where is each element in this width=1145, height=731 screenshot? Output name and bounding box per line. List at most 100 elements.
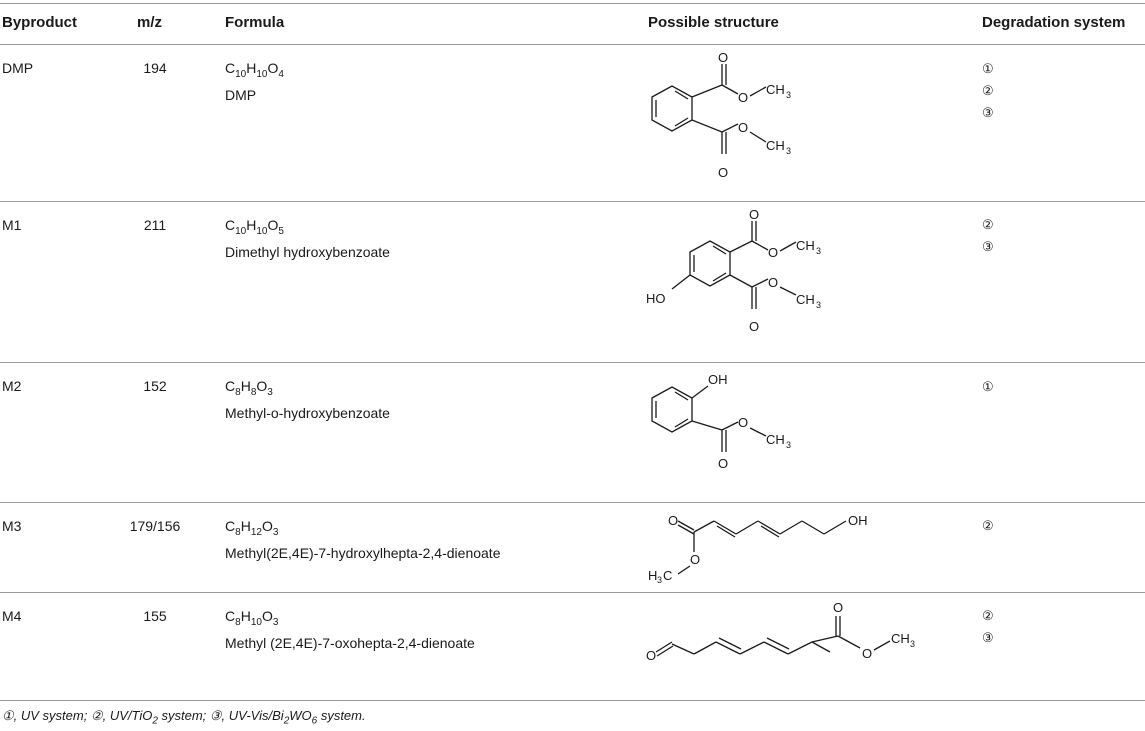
svg-text:3: 3 <box>910 639 915 649</box>
svg-text:3: 3 <box>786 440 791 450</box>
formula-element: O <box>267 217 279 233</box>
bond <box>811 635 839 643</box>
footnote-subscript: 6 <box>311 715 318 727</box>
byproduct-cell: DMP <box>2 60 34 76</box>
byproduct-cell: M2 <box>2 378 22 394</box>
degradation-mark: ② <box>982 83 994 98</box>
mz-cell: 194 <box>143 60 167 76</box>
formula-subscript: 10 <box>235 68 247 80</box>
degradation-mark: ① <box>982 61 994 76</box>
svg-text:O: O <box>749 207 759 222</box>
table-footnote: ①, UV system; ②, UV/TiO2 system; ③, UV-V… <box>2 708 366 727</box>
formula-cell: C10H10O4 DMP <box>225 58 284 105</box>
mz-cell: 152 <box>143 378 167 394</box>
svg-text:3: 3 <box>816 246 821 256</box>
formula-subscript: 10 <box>250 616 262 628</box>
svg-text:O: O <box>718 456 728 471</box>
formula-subscript: 8 <box>235 526 241 538</box>
header-structure: Possible structure <box>648 14 779 31</box>
svg-text:CH: CH <box>891 631 910 646</box>
footnote-text: WO <box>289 708 312 723</box>
svg-text:O: O <box>718 165 728 180</box>
formula-subscript: 10 <box>235 225 247 237</box>
header-mz: m/z <box>137 14 163 31</box>
svg-text:C: C <box>663 568 672 583</box>
formula-element: C <box>225 60 236 76</box>
formula-element: O <box>267 60 279 76</box>
formula-subscript: 8 <box>250 386 257 398</box>
table-top-rule <box>0 3 1145 4</box>
header-degradation: Degradation system <box>982 14 1126 31</box>
degradation-cell: ② ③ <box>982 605 994 649</box>
degradation-mark: ② <box>982 608 994 623</box>
formula-cell: C8H10O3 Methyl (2E,4E)-7-oxohepta-2,4-di… <box>225 606 475 653</box>
svg-text:CH: CH <box>766 82 785 97</box>
degradation-mark: ③ <box>982 630 994 645</box>
footnote-text: system. <box>317 708 366 723</box>
formula-element: H <box>240 608 251 624</box>
formula-element: C <box>225 378 236 394</box>
row-divider <box>0 502 1145 503</box>
formula-element: H <box>240 518 251 534</box>
formula-subscript: 8 <box>235 616 241 628</box>
degradation-cell: ① ② ③ <box>982 58 994 124</box>
row-divider <box>0 201 1145 202</box>
formula-element: H <box>240 378 251 394</box>
svg-text:OH: OH <box>708 372 728 387</box>
svg-text:CH: CH <box>766 138 785 153</box>
degradation-mark: ③ <box>982 105 994 120</box>
formula-element: H <box>246 217 257 233</box>
formula-cell: C8H8O3 Methyl-o-hydroxybenzoate <box>225 376 390 423</box>
svg-text:O: O <box>690 552 700 567</box>
mz-cell: 211 <box>143 217 167 233</box>
formula-subscript: 3 <box>267 386 273 398</box>
mz-cell: 179/156 <box>129 518 181 534</box>
byproduct-cell: M1 <box>2 217 22 233</box>
svg-text:O: O <box>718 50 728 65</box>
footnote-text: ①, UV system; ②, UV/TiO <box>2 708 153 723</box>
svg-text:CH: CH <box>796 292 815 307</box>
degradation-mark: ② <box>982 518 994 533</box>
byproduct-cell: M4 <box>2 608 22 624</box>
formula-name: Methyl(2E,4E)-7-hydroxylhepta-2,4-dienoa… <box>225 544 501 561</box>
formula-name: Methyl-o-hydroxybenzoate <box>225 404 390 421</box>
svg-text:O: O <box>862 646 872 661</box>
formula-name: DMP <box>225 86 257 103</box>
svg-text:O: O <box>738 90 748 105</box>
degradation-mark: ① <box>982 379 994 394</box>
formula-subscript: 12 <box>250 526 262 538</box>
svg-text:CH: CH <box>796 238 815 253</box>
svg-text:HO: HO <box>646 291 666 306</box>
svg-text:O: O <box>668 513 678 528</box>
row-divider <box>0 362 1145 363</box>
degradation-cell: ② <box>982 515 994 537</box>
formula-element: H <box>246 60 257 76</box>
degradation-cell: ① <box>982 376 994 398</box>
formula-cell: C10H10O5 Dimethyl hydroxybenzoate <box>225 215 390 262</box>
svg-text:O: O <box>749 319 759 334</box>
formula-name: Dimethyl hydroxybenzoate <box>225 243 390 260</box>
svg-text:CH: CH <box>766 432 785 447</box>
footnote-text: system; ③, UV-Vis/Bi <box>157 708 284 723</box>
svg-text:3: 3 <box>786 146 791 156</box>
svg-text:OH: OH <box>848 513 868 528</box>
formula-element: O <box>261 518 273 534</box>
formula-element: C <box>225 217 236 233</box>
row-divider <box>0 592 1145 593</box>
formula-subscript: 5 <box>278 225 284 237</box>
formula-name: Methyl (2E,4E)-7-oxohepta-2,4-dienoate <box>225 634 475 651</box>
degradation-cell: ② ③ <box>982 214 994 258</box>
svg-text:3: 3 <box>657 575 662 585</box>
footnote-subscript: 2 <box>283 715 290 727</box>
mz-cell: 155 <box>143 608 167 624</box>
table-bottom-rule <box>0 700 1145 701</box>
header-rule <box>0 44 1145 45</box>
formula-subscript: 10 <box>256 68 268 80</box>
formula-subscript: 3 <box>272 526 279 538</box>
footnote-subscript: 2 <box>152 715 158 727</box>
svg-text:O: O <box>768 275 778 290</box>
